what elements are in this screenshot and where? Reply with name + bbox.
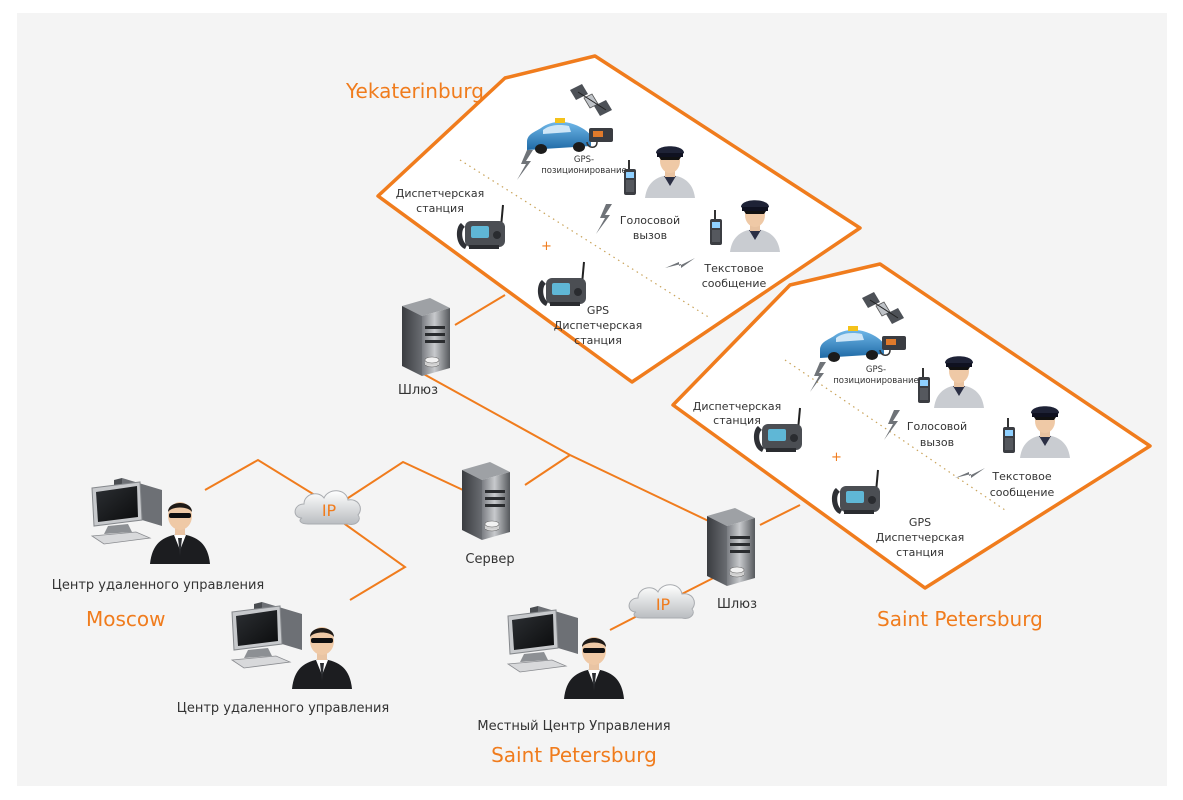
gps-dispatch-label-l1: GPS (909, 516, 931, 529)
connection-lines (204, 294, 801, 631)
computer-icon (231, 601, 303, 669)
text-message-label-l1: Текстовое (991, 470, 1052, 483)
computer-icon (91, 477, 163, 545)
gps-dispatch-label-l1: GPS (587, 304, 609, 317)
gateway-yekaterinburg-icon (401, 297, 451, 377)
zone-spb-border (671, 262, 1152, 590)
server-label: Сервер (465, 552, 514, 567)
ip-cloud-moscow-label: IP (322, 501, 337, 520)
computer-icon (507, 605, 579, 673)
gps-positioning-label-l2: позиционирование (541, 166, 627, 176)
city-saint-petersburg-zone: Saint Petersburg (877, 607, 1043, 631)
voice-call-label-l2: вызов (633, 229, 667, 242)
zone-spb (671, 262, 1152, 590)
gps-positioning-label-l2: позиционирование (833, 376, 919, 386)
text-message-label-l1: Текстовое (703, 262, 764, 275)
gateway-spb-icon (706, 507, 756, 587)
voice-call-label-l2: вызов (920, 436, 954, 449)
city-yekaterinburg: Yekaterinburg (345, 79, 484, 103)
text-message-label-l2: сообщение (702, 277, 767, 290)
gateway-spb-label: Шлюз (717, 597, 757, 612)
local-center-label: Местный Центр Управления (477, 719, 670, 734)
gps-positioning-label-l1: GPS- (866, 365, 886, 375)
server-icon (461, 461, 511, 541)
dispatch-station-label-l1: Диспетчерская (396, 187, 484, 200)
voice-call-label-l1: Голосовой (907, 420, 967, 433)
remote-center-1-label: Центр удаленного управления (52, 578, 265, 593)
ip-cloud-spb-label: IP (656, 595, 671, 614)
gps-dispatch-label-l3: станция (896, 546, 944, 559)
zone-yekaterinburg-border (376, 54, 862, 384)
plus-sign: + (541, 239, 552, 254)
city-moscow: Moscow (86, 607, 166, 631)
remote-center-2-label: Центр удаленного управления (177, 701, 390, 716)
text-message-label-l2: сообщение (990, 486, 1055, 499)
dispatch-station-label-l2: станция (416, 202, 464, 215)
gps-dispatch-label-l2: Диспетчерская (876, 531, 964, 544)
voice-call-label-l1: Голосовой (620, 214, 680, 227)
ip-cloud-moscow: IP (294, 490, 361, 525)
gps-dispatch-label-l2: Диспетчерская (554, 319, 642, 332)
gps-positioning-label-l1: GPS- (574, 155, 594, 165)
ip-cloud-spb: IP (628, 584, 695, 619)
gateway-yekaterinburg-label: Шлюз (398, 383, 438, 398)
city-saint-petersburg-local: Saint Petersburg (491, 743, 657, 767)
dispatch-station-label-l2: станция (713, 414, 761, 427)
dispatch-station-label-l1: Диспетчерская (693, 400, 781, 413)
zone-yekaterinburg (376, 54, 862, 384)
plus-sign: + (831, 450, 842, 465)
gps-dispatch-label-l3: станция (574, 334, 622, 347)
